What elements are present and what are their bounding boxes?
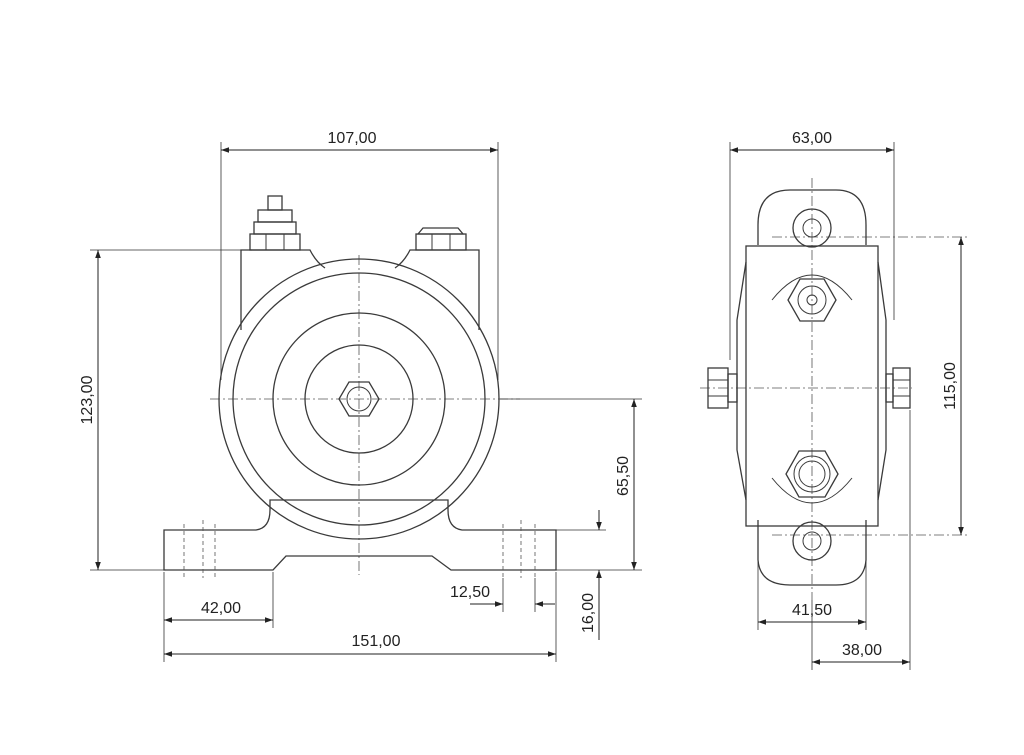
side-bottom-hex-ring — [793, 455, 831, 493]
dimension-lines — [90, 142, 964, 670]
front-base — [163, 499, 557, 571]
dimension-labels: 107,00 123,00 65,50 16,00 12,50 42,00 15… — [79, 130, 959, 659]
side-top-lug — [757, 189, 867, 245]
side-bottom-hex — [785, 450, 839, 498]
housing-ring-2 — [272, 312, 446, 486]
fitting-left — [249, 195, 301, 251]
side-body — [745, 245, 879, 527]
dim-height-axis-label: 65,50 — [615, 456, 632, 496]
side-bottom-hole-inner — [802, 531, 822, 551]
front-body-right-block — [394, 249, 480, 330]
housing-ring-1 — [232, 272, 486, 526]
dim-height-side-label: 115,00 — [942, 362, 959, 410]
side-right-nut — [885, 367, 911, 409]
side-top-hole — [792, 208, 832, 248]
side-view — [700, 178, 968, 600]
side-body-right-bevel — [877, 261, 887, 501]
dim-width-side-label: 63,00 — [792, 130, 832, 147]
side-body-top-arc — [771, 274, 853, 301]
side-body-left-bevel — [736, 261, 747, 501]
fitting-right — [415, 227, 467, 251]
side-body-bottom-arc — [771, 477, 853, 504]
dim-width-front-label: 107,00 — [328, 130, 377, 147]
side-bottom-lug — [757, 520, 867, 586]
dim-base-length-label: 151,00 — [352, 633, 401, 650]
side-top-hex-ring — [797, 285, 827, 315]
side-left-nut — [707, 367, 738, 409]
front-body-left-block — [240, 249, 326, 330]
housing-ring-3 — [304, 344, 414, 454]
dim-slot-width-label: 12,50 — [450, 584, 490, 601]
front-view — [163, 195, 557, 578]
dim-flange-label: 42,00 — [201, 600, 241, 617]
dim-hole-spacing-label: 41,50 — [792, 602, 832, 619]
side-top-hole-inner — [802, 218, 822, 238]
side-bottom-hole — [792, 521, 832, 561]
center-hex-nut — [338, 381, 380, 417]
housing-outer — [218, 258, 500, 540]
side-bottom-hex-core — [798, 460, 826, 488]
side-top-hex — [787, 278, 837, 322]
dim-offset-label: 38,00 — [842, 642, 882, 659]
dim-base-height-label: 16,00 — [580, 593, 597, 633]
dim-height-total-label: 123,00 — [79, 375, 96, 424]
center-hex-hole — [346, 386, 372, 412]
side-top-hex-core — [806, 294, 818, 306]
